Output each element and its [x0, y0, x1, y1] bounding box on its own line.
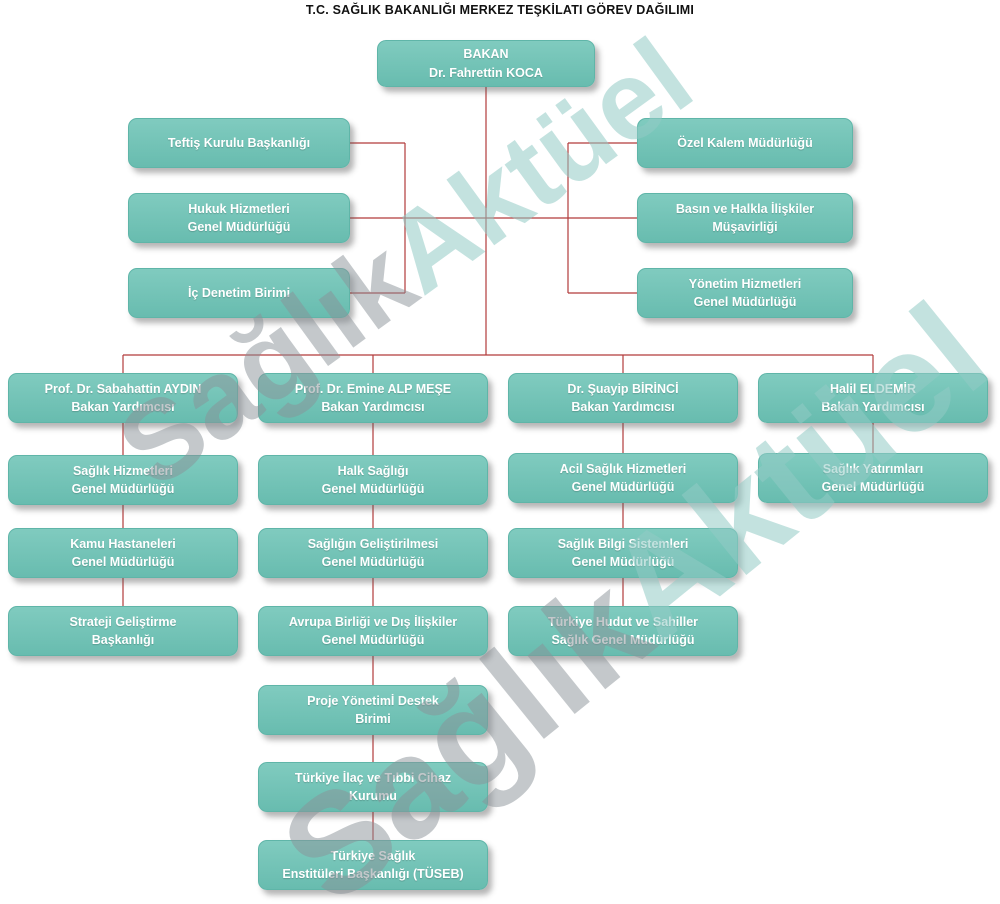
box-label: Hukuk Hizmetleri Genel Müdürlüğü	[187, 201, 291, 234]
box-label: Teftiş Kurulu Başkanlığı	[167, 135, 311, 150]
org-box-yonetim-hizmetleri: Yönetim Hizmetleri Genel Müdürlüğü	[637, 268, 853, 318]
box-label: Kamu Hastaneleri Genel Müdürlüğü	[70, 536, 176, 569]
deputy-title: Bakan Yardımcısı	[321, 400, 425, 414]
org-box-acil-saglik-hizmetleri: Acil Sağlık Hizmetleri Genel Müdürlüğü	[508, 453, 738, 503]
box-label: Yönetim Hizmetleri Genel Müdürlüğü	[688, 276, 802, 309]
org-box-turkiye-ilac-tibbi-cihaz: Türkiye İlaç ve Tıbbi Cihaz Kurumu	[258, 762, 488, 812]
org-box-bakan: BAKAN Dr. Fahrettin KOCA	[377, 40, 595, 87]
deputy-name: Prof. Dr. Emine ALP MEŞE	[294, 381, 452, 396]
org-box-halk-sagligi: Halk Sağlığı Genel Müdürlüğü	[258, 455, 488, 505]
box-label: Acil Sağlık Hizmetleri Genel Müdürlüğü	[559, 461, 687, 494]
deputy-name: Prof. Dr. Sabahattin AYDIN	[44, 381, 202, 396]
org-box-basin-halkla-iliskiler: Basın ve Halkla İlişkiler Müşavirliği	[637, 193, 853, 243]
deputy-title: Bakan Yardımcısı	[821, 400, 925, 414]
org-box-deputy-sabahattin-aydin: Prof. Dr. Sabahattin AYDIN Bakan Yardımc…	[8, 373, 238, 423]
box-label: Avrupa Birliği ve Dış İlişkiler Genel Mü…	[288, 614, 458, 647]
page-title: T.C. SAĞLIK BAKANLIĞI MERKEZ TEŞKİLATI G…	[305, 3, 695, 17]
org-box-ic-denetim-birimi: İç Denetim Birimi	[128, 268, 350, 318]
org-box-hudut-sahiller: Türkiye Hudut ve Sahiller Sağlık Genel M…	[508, 606, 738, 656]
org-box-saglik-yatirimlari: Sağlık Yatırımları Genel Müdürlüğü	[758, 453, 988, 503]
box-label: Halk Sağlığı Genel Müdürlüğü	[321, 463, 425, 496]
org-box-proje-yonetimi-destek: Proje Yönetimİ Destek Birimi	[258, 685, 488, 735]
box-label: Türkiye Hudut ve Sahiller Sağlık Genel M…	[547, 614, 699, 647]
org-box-deputy-emine-alp-mese: Prof. Dr. Emine ALP MEŞE Bakan Yardımcıs…	[258, 373, 488, 423]
org-box-strateji-gelistirme: Strateji Geliştirme Başkanlığı	[8, 606, 238, 656]
box-label: Proje Yönetimİ Destek Birimi	[307, 693, 439, 726]
box-label: Strateji Geliştirme Başkanlığı	[69, 614, 177, 647]
org-box-deputy-halil-eldemir: Halil ELDEMİR Bakan Yardımcısı	[758, 373, 988, 423]
org-box-kamu-hastaneleri: Kamu Hastaneleri Genel Müdürlüğü	[8, 528, 238, 578]
deputy-name: Halil ELDEMİR	[829, 381, 917, 396]
box-label: Sağlık Bilgi Sistemleri Genel Müdürlüğü	[557, 536, 689, 569]
box-label: Basın ve Halkla İlişkiler Müşavirliği	[675, 201, 815, 234]
deputy-title: Bakan Yardımcısı	[571, 400, 675, 414]
box-label: Türkiye Sağlık Enstitüleri Başkanlığı (T…	[282, 848, 464, 881]
org-box-deputy-suayip-birinci: Dr. Şuayip BİRİNCİ Bakan Yardımcısı	[508, 373, 738, 423]
box-label: Özel Kalem Müdürlüğü	[677, 135, 813, 150]
deputy-title: Bakan Yardımcısı	[71, 400, 175, 414]
org-box-saglik-bilgi-sistemleri: Sağlık Bilgi Sistemleri Genel Müdürlüğü	[508, 528, 738, 578]
org-box-avrupa-birligi-dis-iliskiler: Avrupa Birliği ve Dış İlişkiler Genel Mü…	[258, 606, 488, 656]
org-box-sagligin-gelistirilmesi: Sağlığın Geliştirilmesi Genel Müdürlüğü	[258, 528, 488, 578]
box-label: Sağlığın Geliştirilmesi Genel Müdürlüğü	[307, 536, 439, 569]
deputy-name: Dr. Şuayip BİRİNCİ	[567, 381, 679, 396]
org-box-ozel-kalem-mudurlugu: Özel Kalem Müdürlüğü	[637, 118, 853, 168]
box-label: Türkiye İlaç ve Tıbbi Cihaz Kurumu	[294, 770, 452, 803]
box-label: İç Denetim Birimi	[187, 285, 291, 300]
org-box-teftis-kurulu-baskanligi: Teftiş Kurulu Başkanlığı	[128, 118, 350, 168]
org-box-hukuk-hizmetleri: Hukuk Hizmetleri Genel Müdürlüğü	[128, 193, 350, 243]
bakan-title: BAKAN	[463, 47, 509, 62]
box-label: Sağlık Hizmetleri Genel Müdürlüğü	[71, 463, 175, 496]
box-label: Sağlık Yatırımları Genel Müdürlüğü	[821, 461, 925, 494]
org-box-tuseb: Türkiye Sağlık Enstitüleri Başkanlığı (T…	[258, 840, 488, 890]
bakan-name: Dr. Fahrettin KOCA	[429, 65, 543, 80]
org-box-saglik-hizmetleri: Sağlık Hizmetleri Genel Müdürlüğü	[8, 455, 238, 505]
